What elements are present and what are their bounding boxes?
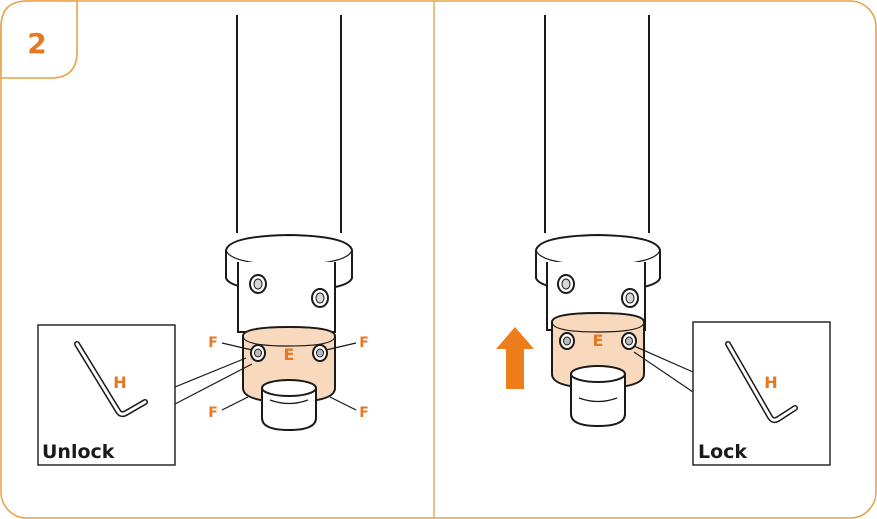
left-screw-label-1: F [208,335,218,351]
right-callout-box [692,321,831,466]
right-hex-wrench-icon [725,341,798,424]
right-wrench-label: H [764,373,777,392]
lock-label: Lock [698,441,747,463]
left-collar-label: E [284,345,295,364]
unlock-label: Unlock [42,441,115,463]
left-leader-lines [174,342,357,411]
right-tube [544,15,650,233]
left-screw-label-2: F [359,335,369,351]
right-bottom-nut [570,365,626,428]
up-arrow-icon [496,327,534,389]
left-wrench-label: H [113,373,126,392]
right-leader-lines [633,345,694,393]
left-tube [236,15,342,233]
left-hex-wrench-icon [74,341,148,418]
step-number: 2 [27,27,46,60]
left-screw-label-3: F [208,405,218,421]
left-body-block [237,262,336,333]
left-panel: E F F F F H Unlock [37,15,369,466]
right-panel: E H Lock [496,15,831,466]
right-collar-label: E [593,331,604,350]
left-screw-label-4: F [359,405,369,421]
left-bottom-nut [261,379,317,432]
step-number-tab [0,0,78,79]
